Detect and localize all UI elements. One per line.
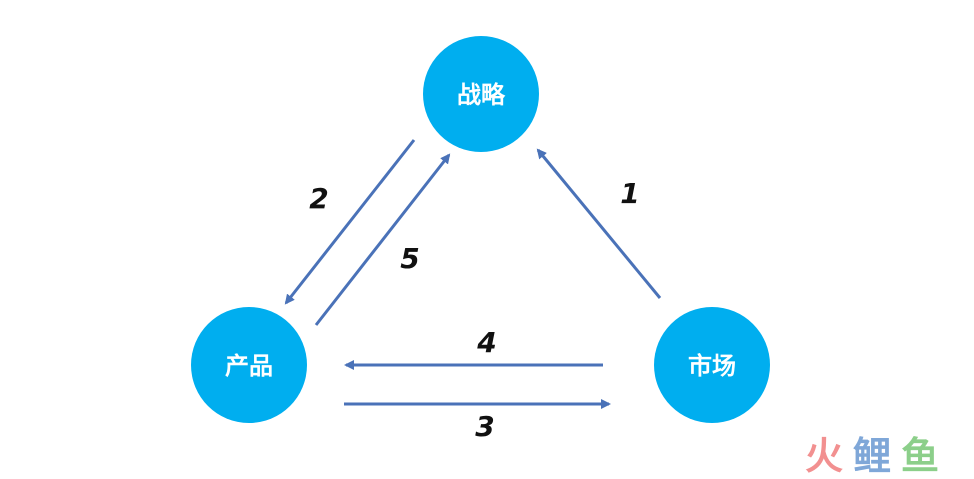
node-market-label: 市场 xyxy=(688,352,736,380)
watermark-char-3: 鱼 xyxy=(901,434,939,478)
watermark-char-2: 鲤 xyxy=(853,434,891,478)
arrow-strategy-to-product xyxy=(284,139,416,305)
step-label-3: 3 xyxy=(475,410,494,443)
node-market-circle xyxy=(654,307,770,423)
step-label-1: 1 xyxy=(620,177,639,210)
watermark-char-1: 火 xyxy=(805,434,843,478)
node-product: 产品 xyxy=(191,307,307,423)
node-market: 市场 xyxy=(654,307,770,423)
step-label-2: 2 xyxy=(309,182,328,215)
node-strategy: 战略 xyxy=(423,36,539,152)
node-strategy-label: 战略 xyxy=(457,81,506,109)
node-strategy-circle xyxy=(423,36,539,152)
arrow-product-to-strategy xyxy=(314,153,451,326)
node-product-label: 产品 xyxy=(225,352,273,380)
watermark-logo: 火 鲤 鱼 xyxy=(805,434,939,478)
arrow-market-to-strategy xyxy=(536,148,662,299)
step-label-4: 4 xyxy=(476,326,496,359)
step-label-5: 5 xyxy=(400,242,419,275)
node-product-circle xyxy=(191,307,307,423)
